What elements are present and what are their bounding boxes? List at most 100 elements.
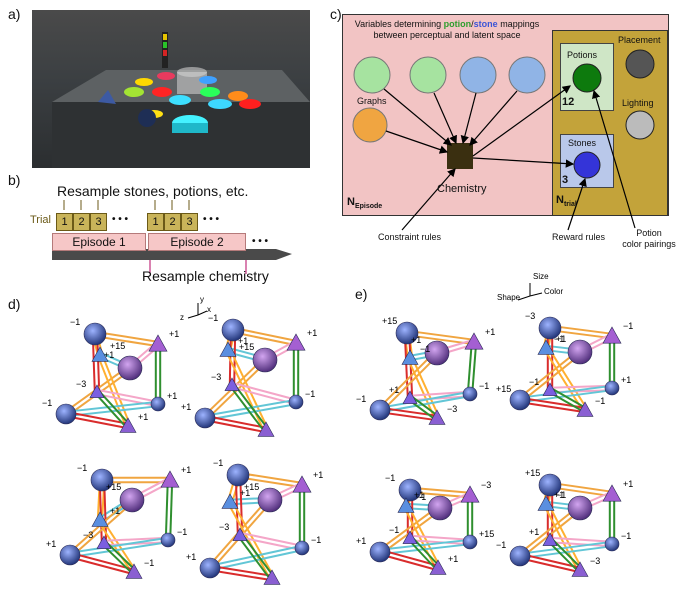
graph-edge — [229, 348, 269, 430]
reward-label: −1 — [385, 473, 395, 483]
graph-edge — [209, 569, 272, 582]
chemistry-node — [447, 143, 473, 169]
graph-edge — [466, 341, 473, 394]
reward-label: −1 — [213, 458, 223, 468]
stone-triangle — [464, 332, 484, 350]
axes-d: y z x — [180, 295, 211, 322]
graph-edge — [231, 500, 275, 578]
stone-ball — [119, 487, 145, 513]
episode-1: Episode 1 — [52, 233, 146, 251]
model-graph — [352, 49, 655, 231]
panel-label-e: e) — [355, 286, 368, 302]
placement-label: Placement — [618, 35, 661, 45]
graph-e1: +15+1+1−1+1−1−1−3 — [356, 316, 495, 425]
stone-triangle — [292, 475, 312, 493]
graph-edge — [410, 395, 471, 402]
n-episode-sub: Episode — [354, 203, 383, 211]
reward-label: +1 — [448, 554, 458, 564]
reward-label: +15 — [110, 341, 125, 351]
graph-edge — [520, 352, 582, 403]
graph-d1: −1+1+1+15−3+1−1+1 — [42, 317, 179, 433]
stone-triangle — [460, 485, 480, 503]
stone-ball — [369, 399, 391, 421]
stone-ball — [395, 321, 419, 345]
stone-shape — [98, 90, 116, 104]
graph-edge — [97, 520, 133, 574]
stone-triangle — [571, 561, 589, 577]
heading-suffix: mappings — [497, 19, 540, 29]
scene-svg — [52, 32, 310, 168]
graph-edge — [209, 544, 302, 567]
reward-label: −1 — [177, 527, 187, 537]
reward-label: −1 — [554, 334, 564, 344]
stone-ball — [567, 495, 593, 521]
trial-box-6: 3 — [181, 213, 198, 231]
graph-edge — [409, 390, 470, 397]
graph-edge — [94, 392, 128, 429]
reward-label: +1 — [181, 465, 191, 475]
heading-potion: potion — [443, 19, 472, 29]
stone-triangle — [401, 349, 419, 365]
reward-label: −3 — [211, 372, 221, 382]
graph-edge — [237, 535, 272, 580]
graph-edge — [164, 479, 169, 540]
stone-triangle — [148, 334, 168, 352]
scene-render — [32, 10, 310, 168]
reward-label: −1 — [496, 540, 506, 550]
stone-triangle — [429, 559, 447, 575]
placement-node — [625, 49, 655, 79]
graph-edge — [543, 348, 584, 412]
graph-edge — [70, 551, 135, 571]
n-episode-main: N — [347, 196, 355, 208]
reward-label: −1 — [621, 531, 631, 541]
reward-label: +1 — [411, 335, 421, 345]
reward-label: −1 — [595, 396, 605, 406]
reward-label: −3 — [525, 311, 535, 321]
stone-triangle — [96, 535, 112, 549]
reward-label: +1 — [485, 327, 495, 337]
graph-edge — [550, 387, 587, 409]
panel-label-a: a) — [8, 6, 21, 22]
reward-label: +1 — [313, 470, 323, 480]
stone-ball — [59, 544, 81, 566]
graph-edge — [97, 388, 159, 403]
potions-node — [572, 63, 602, 93]
graph-edge — [519, 401, 585, 414]
reward-label: +1 — [414, 490, 424, 500]
stone-triangle — [257, 421, 275, 437]
graph-e3: −1−3+1−1−1+15+1+1 — [356, 473, 494, 575]
reward-label: +1 — [356, 536, 366, 546]
reward-label: +1 — [104, 350, 114, 360]
stone-ball — [257, 487, 283, 513]
stone-ball — [150, 396, 166, 412]
graph-edge — [103, 536, 168, 542]
stone-triangle — [89, 384, 105, 398]
graph-e4: +15+1+1−1+1−1−1−3 — [496, 468, 633, 577]
latent-node-4 — [508, 56, 546, 94]
potions-count: 12 — [562, 96, 575, 108]
stone-ball — [117, 355, 143, 381]
reward-label: +15 — [244, 482, 259, 492]
reward-label: −1 — [356, 394, 366, 404]
reward-label: +1 — [238, 336, 248, 346]
reward-label: −1 — [479, 381, 489, 391]
stone-ball — [538, 473, 562, 497]
axis-color-label: Color — [544, 287, 563, 296]
reward-label: −1 — [70, 317, 80, 327]
stone-ball — [398, 478, 422, 502]
reward-label: +1 — [186, 552, 196, 562]
stone-triangle — [397, 497, 415, 513]
stone-ball — [369, 541, 391, 563]
graph-edge — [232, 383, 269, 430]
trial-ellipsis-1: • • • — [112, 214, 129, 225]
stone-triangle — [402, 530, 418, 544]
stone-triangle — [402, 390, 418, 404]
stone-triangle — [91, 511, 109, 527]
table-front — [52, 102, 310, 168]
graph-edge — [410, 535, 441, 568]
stone-triangle — [537, 495, 555, 511]
graph-edge — [411, 356, 440, 418]
graph-edge — [232, 381, 297, 401]
graph-edge — [101, 543, 134, 575]
